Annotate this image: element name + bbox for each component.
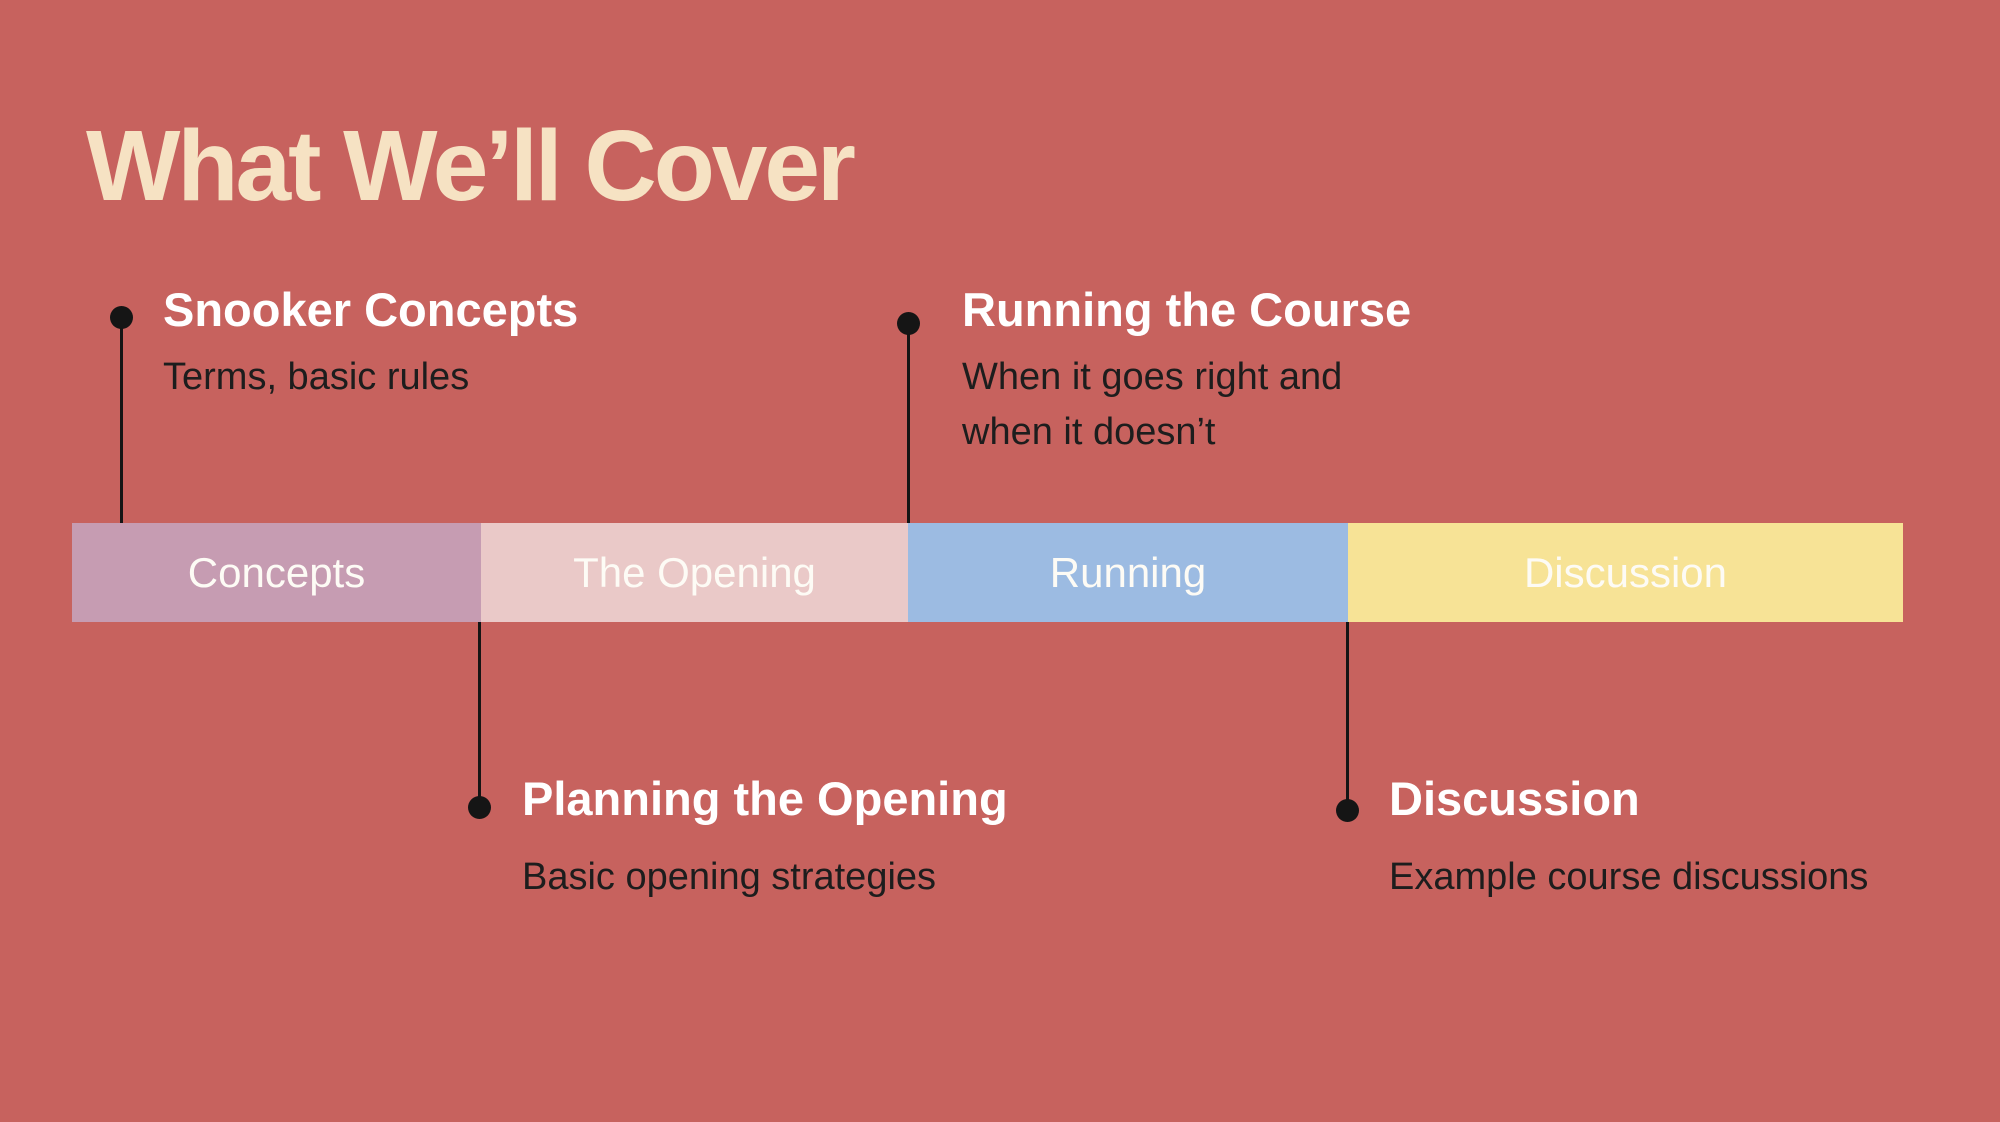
- connector-line: [907, 326, 910, 523]
- connector-dot: [1336, 799, 1359, 822]
- timeline-segment-the-opening: The Opening: [481, 523, 908, 622]
- timeline-segment-label: Discussion: [1523, 548, 1728, 596]
- callout-subtitle: Terms, basic rules: [163, 356, 470, 398]
- timeline-segment-label: The Opening: [573, 548, 816, 596]
- timeline-segment-running: Running: [908, 523, 1348, 622]
- callout-subtitle: Example course discussions: [1389, 856, 1869, 898]
- callout-subtitle: When it goes right and when it doesn’t: [962, 350, 1342, 460]
- connector-dot: [468, 796, 491, 819]
- callout-subtitle-line-2: when it doesn’t: [962, 411, 1216, 453]
- callout-title-running-the-course: Running the Course: [962, 283, 1412, 336]
- timeline-segment-concepts: Concepts: [72, 523, 481, 622]
- callout-title-snooker-concepts: Snooker Concepts: [163, 283, 579, 336]
- timeline-bar: Concepts The Opening Running Discussion: [72, 523, 1903, 622]
- timeline-segment-label: Running: [1049, 548, 1207, 596]
- callout-title-discussion: Discussion: [1389, 772, 1640, 825]
- callout-subtitle-line-1: When it goes right and: [962, 356, 1343, 398]
- connector-line: [478, 622, 481, 798]
- connector-line: [120, 320, 123, 523]
- connector-line: [1346, 622, 1349, 801]
- connector-dot: [897, 312, 920, 335]
- timeline-segment-discussion: Discussion: [1348, 523, 1903, 622]
- callout-subtitle: Basic opening strategies: [522, 856, 937, 898]
- callout-title-planning-the-opening: Planning the Opening: [522, 772, 1008, 825]
- page-title: What We’ll Cover: [86, 110, 856, 222]
- connector-dot: [110, 306, 133, 329]
- timeline-segment-label: Concepts: [187, 548, 366, 596]
